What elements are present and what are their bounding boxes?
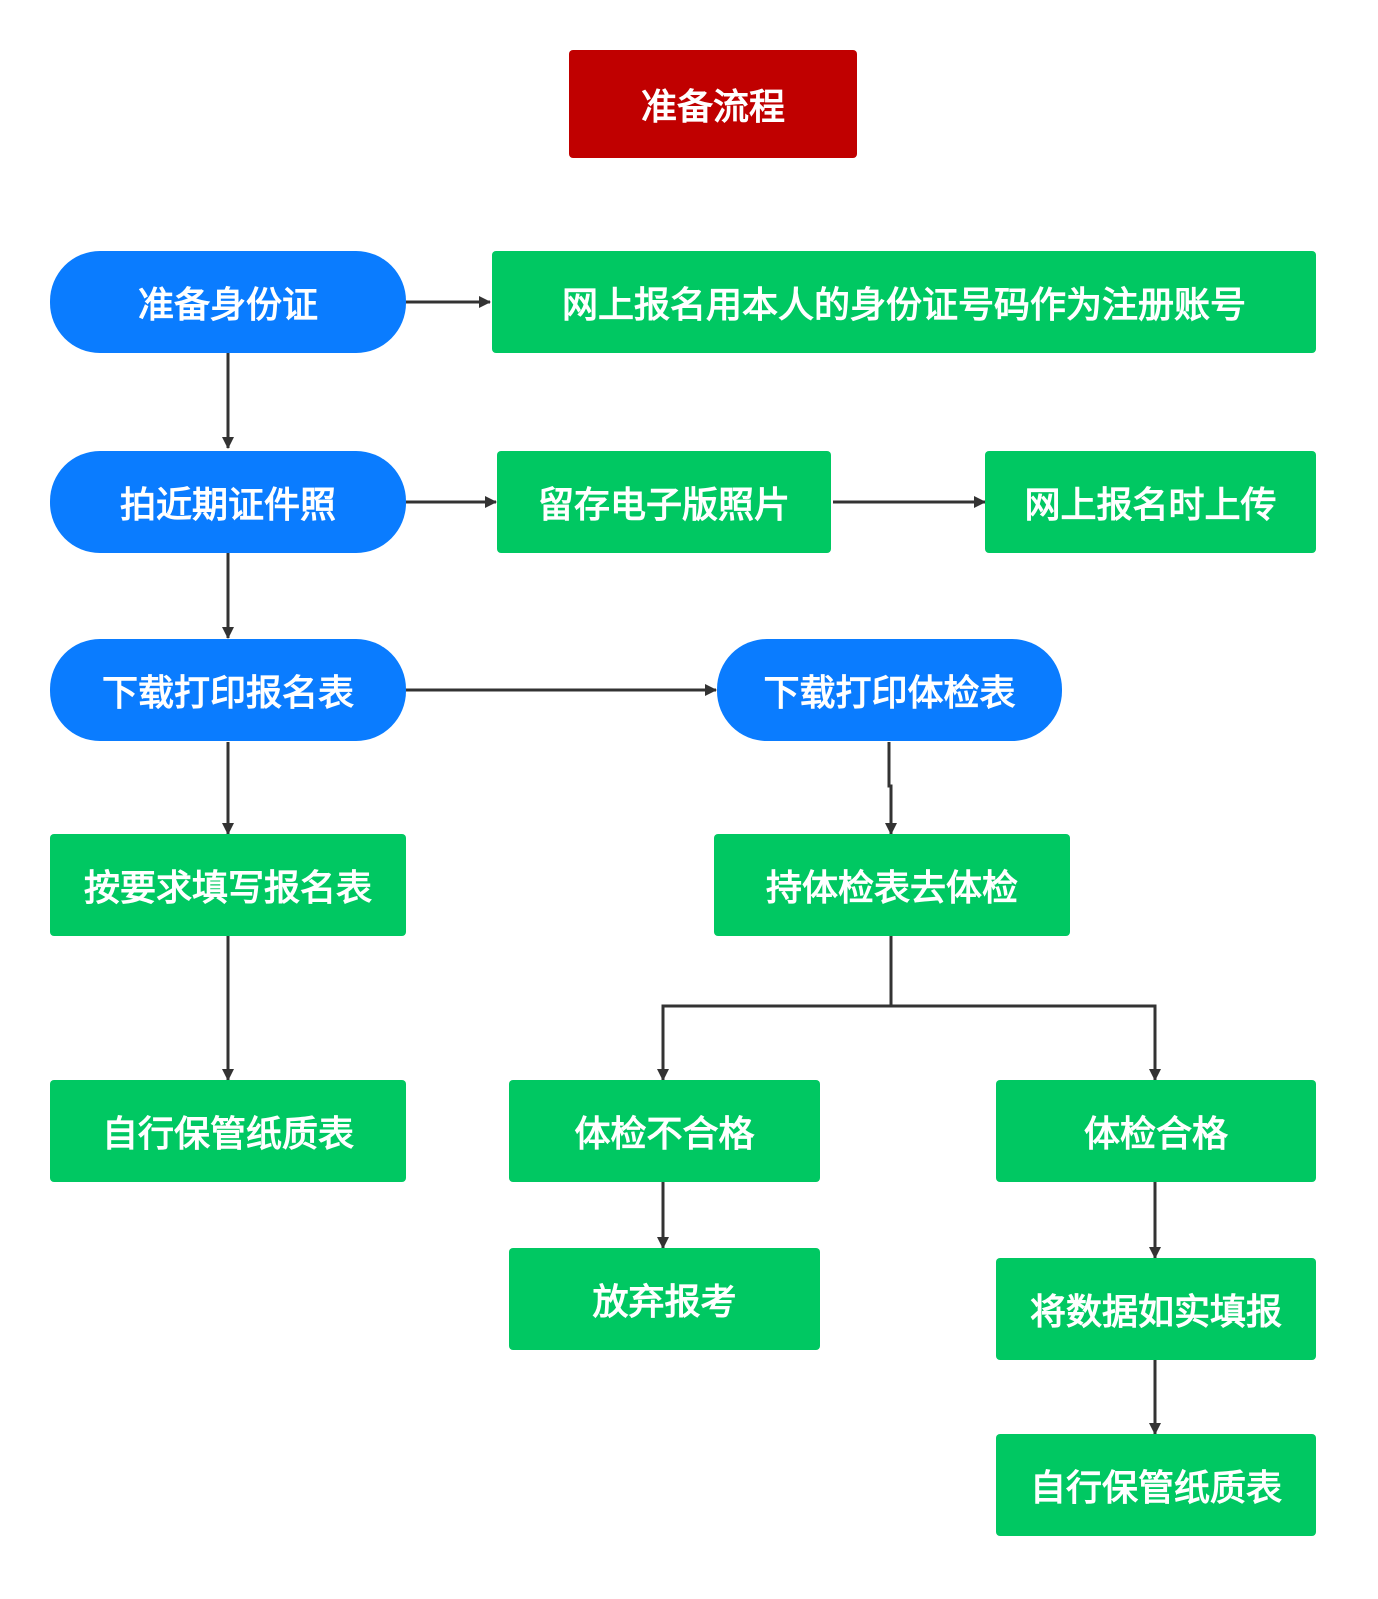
node-keep-paper-1: 自行保管纸质表 (50, 1080, 406, 1182)
node-exam-pass: 体检合格 (996, 1080, 1316, 1182)
arrow-go-to-fail (657, 936, 893, 1081)
node-print-reg-form: 下载打印报名表 (50, 639, 406, 741)
arrow-go-to-pass (891, 1004, 1161, 1081)
node-give-up: 放弃报考 (509, 1248, 820, 1350)
node-take-photo: 拍近期证件照 (50, 451, 406, 553)
node-fill-truth: 将数据如实填报 (996, 1258, 1316, 1360)
arrow-printexam-to-go (885, 742, 897, 835)
node-keep-paper-2: 自行保管纸质表 (996, 1434, 1316, 1536)
node-print-exam-form: 下载打印体检表 (717, 639, 1062, 741)
page-title: 准备流程 (569, 50, 857, 158)
node-upload-online: 网上报名时上传 (985, 451, 1316, 553)
node-keep-e-photo: 留存电子版照片 (497, 451, 831, 553)
node-fill-reg-form: 按要求填写报名表 (50, 834, 406, 936)
node-go-exam: 持体检表去体检 (714, 834, 1070, 936)
node-prepare-id: 准备身份证 (50, 251, 406, 353)
node-exam-fail: 体检不合格 (509, 1080, 820, 1182)
node-id-as-account: 网上报名用本人的身份证号码作为注册账号 (492, 251, 1316, 353)
